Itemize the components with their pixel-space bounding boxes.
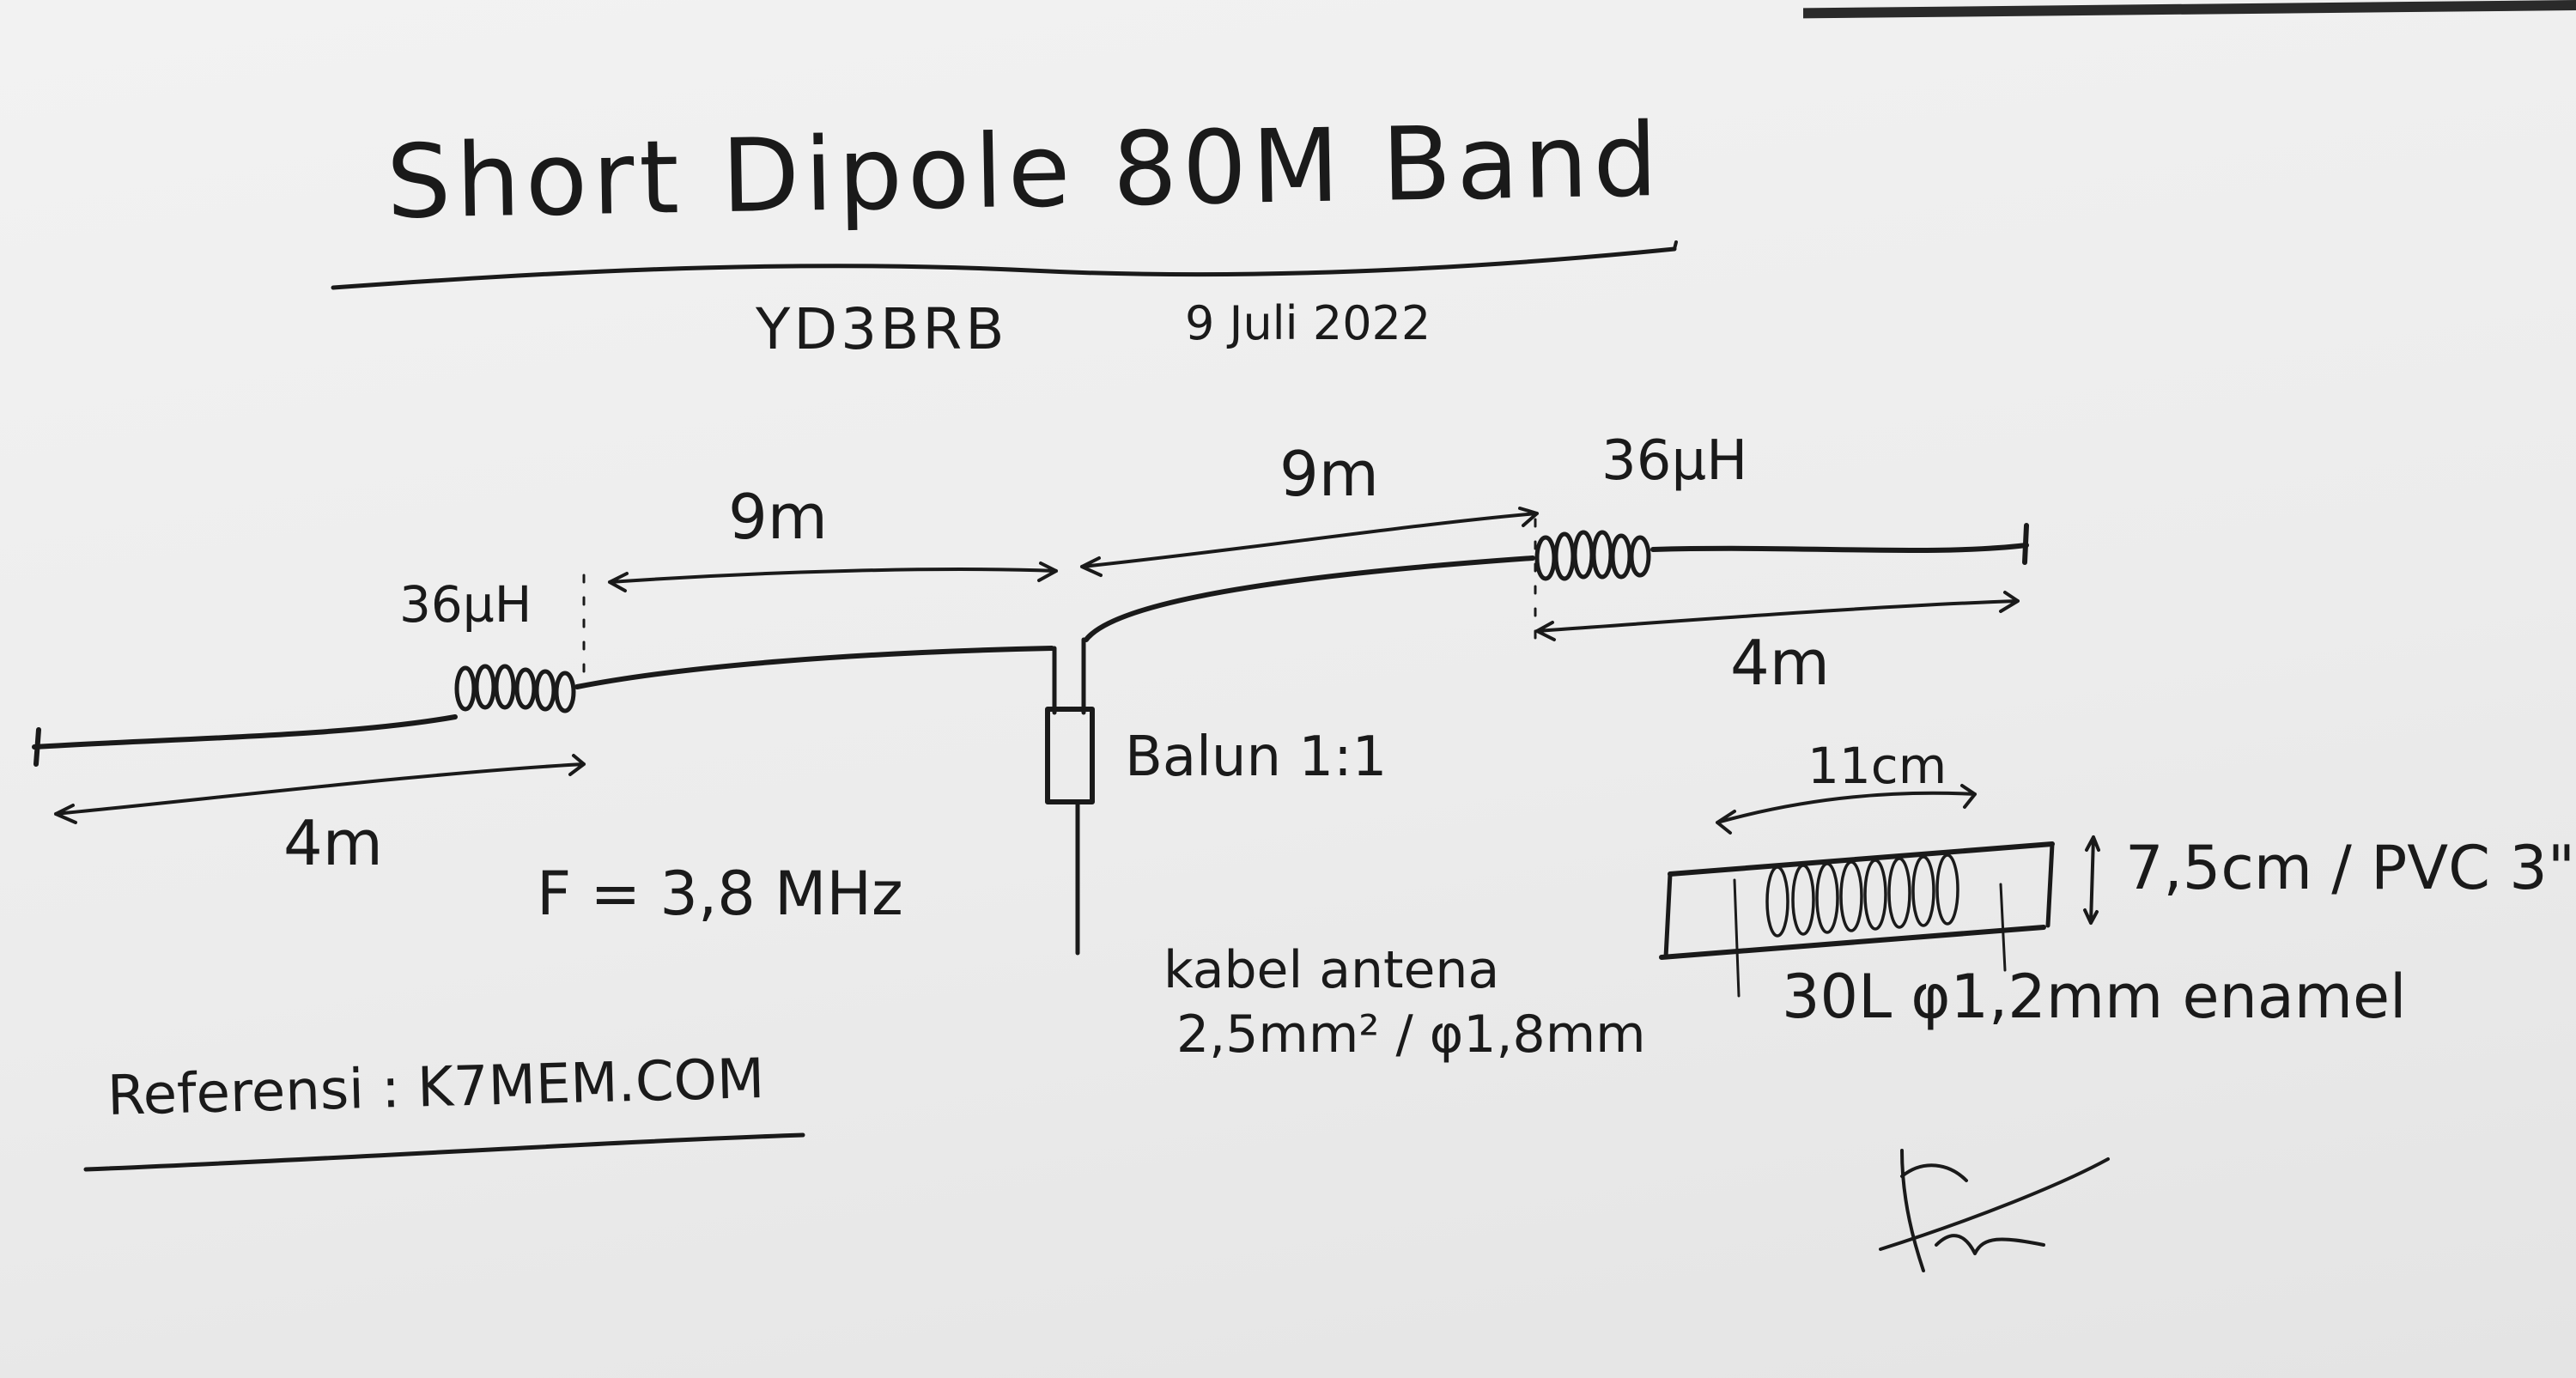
coil-length-arrow <box>1716 784 1977 835</box>
reference-underline <box>83 1132 805 1172</box>
date-label: 9 Juli 2022 <box>1185 296 1431 350</box>
right-inner-length-label: 9m <box>1279 438 1379 510</box>
wire-spec-line1: kabel antena <box>1163 940 1500 1000</box>
coil-length-label: 11cm <box>1807 737 1947 795</box>
right-outer-dim-arrow <box>1535 591 2020 641</box>
balun-box <box>1045 707 1095 804</box>
coil-detail-drawing <box>1659 784 2100 998</box>
coil-winding-label: 30L φ1,2mm enamel <box>1782 962 2407 1032</box>
right-inner-wire <box>1084 555 1535 642</box>
left-outer-dim-arrow <box>54 754 586 824</box>
left-outer-wire <box>32 714 458 750</box>
author-callsign: YD3BRB <box>756 296 1008 362</box>
right-outer-wire <box>1650 543 2029 553</box>
right-outer-length-label: 4m <box>1730 627 1830 699</box>
right-inductor-coil <box>1534 530 1651 581</box>
left-inductor-coil <box>454 664 576 713</box>
title-underline <box>331 246 1677 290</box>
right-inductor-label: 36µH <box>1601 429 1748 493</box>
page-title: Short Dipole 80M Band <box>385 100 1664 241</box>
coil-diameter-arrow <box>2083 835 2100 925</box>
balun-label: Balun 1:1 <box>1125 725 1388 789</box>
left-inner-dim-arrow <box>608 562 1058 592</box>
right-inner-dim-arrow <box>1080 507 1539 577</box>
left-inner-wire <box>574 646 1054 689</box>
frequency-label: F = 3,8 MHz <box>537 859 903 929</box>
left-inductor-label: 36µH <box>399 575 532 634</box>
left-outer-length-label: 4m <box>283 807 383 879</box>
wire-spec-line2: 2,5mm² / φ1,8mm <box>1176 1005 1646 1065</box>
signature <box>1879 1149 2110 1272</box>
coil-diameter-label: 7,5cm / PVC 3" <box>2125 833 2576 903</box>
left-inner-length-label: 9m <box>728 481 828 553</box>
